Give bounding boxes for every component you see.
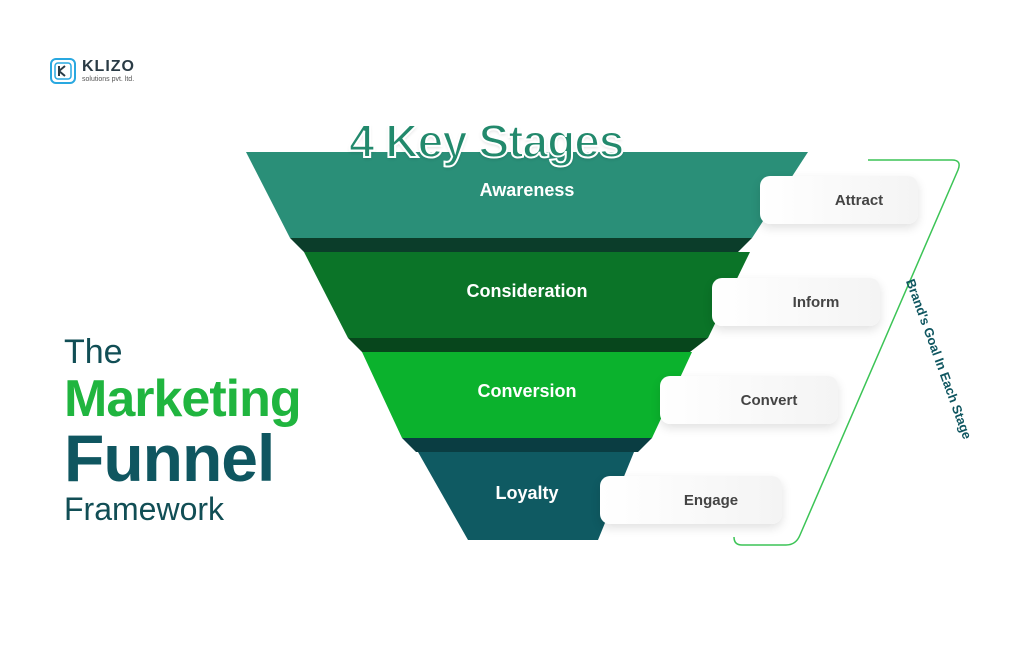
- title-line-framework: Framework: [64, 491, 225, 527]
- stage-label-consideration: Consideration: [466, 281, 588, 301]
- goal-pill-inform: Inform: [712, 278, 880, 326]
- goal-bracket: [733, 159, 960, 546]
- logo-subtitle: solutions pvt. ltd.: [82, 76, 135, 83]
- main-title: The Marketing Funnel Framework: [64, 333, 302, 527]
- logo: KLIZO solutions pvt. ltd.: [50, 58, 135, 84]
- goal-pill-attract: Attract: [760, 176, 918, 224]
- heading-key-stages: 4 Key Stages: [348, 114, 625, 168]
- title-line-the: The: [64, 333, 123, 371]
- logo-name: KLIZO: [82, 58, 135, 75]
- funnel-tier-loyalty: [418, 452, 634, 540]
- goal-label-attract: Attract: [834, 191, 884, 209]
- stage-label-awareness: Awareness: [479, 180, 575, 200]
- tier-shadow-2: [348, 338, 708, 352]
- goal-pill-engage: Engage: [600, 476, 782, 524]
- goal-label-convert: Convert: [740, 391, 798, 409]
- tier-shadow-1: [290, 238, 752, 252]
- stage-label-loyalty: Loyalty: [495, 483, 559, 503]
- stage-label-conversion: Conversion: [477, 381, 577, 401]
- funnel-tier-conversion: [362, 352, 692, 438]
- title-line-funnel: Funnel: [64, 421, 275, 495]
- klizo-logo-icon: [50, 58, 76, 84]
- funnel-tier-consideration: [304, 252, 750, 338]
- title-line-marketing: Marketing: [64, 370, 302, 428]
- funnel-tier-awareness: [246, 152, 808, 238]
- goal-label-engage: Engage: [683, 491, 739, 509]
- tier-shadow-3: [402, 438, 652, 452]
- goal-pill-convert: Convert: [660, 376, 838, 424]
- goal-label-inform: Inform: [792, 293, 840, 311]
